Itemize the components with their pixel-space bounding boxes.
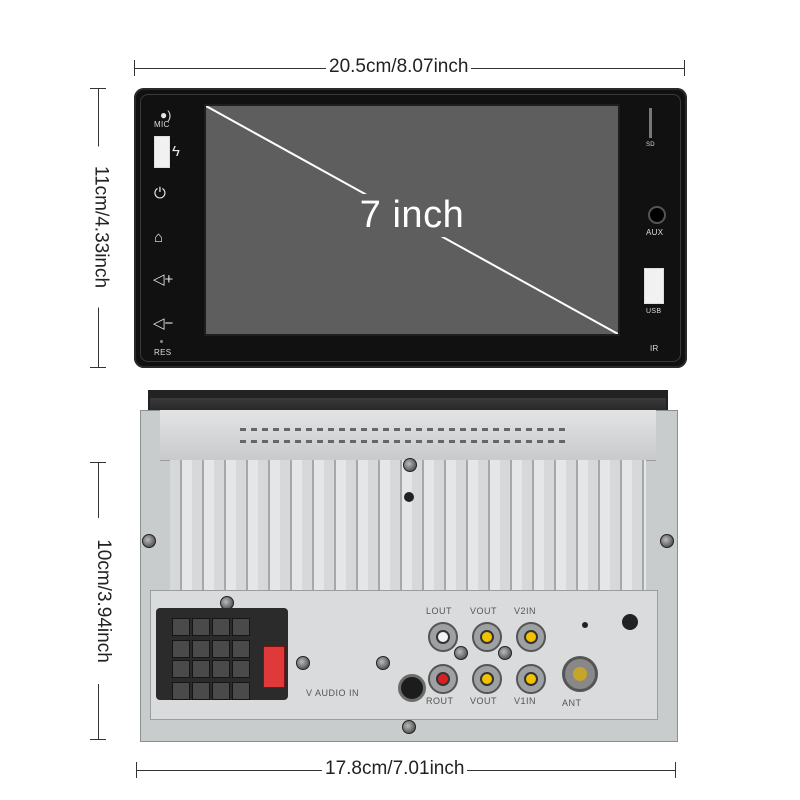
power-icon[interactable]: ⏻ xyxy=(154,185,166,202)
mic-icon: ●) xyxy=(160,108,172,122)
antenna-socket[interactable] xyxy=(562,656,598,692)
usb-port-left[interactable] xyxy=(154,136,170,168)
front-panel-bezel xyxy=(140,94,681,362)
mount-hole xyxy=(404,492,414,502)
screw xyxy=(296,656,310,670)
vent-row xyxy=(240,440,570,443)
rear-audio-jack[interactable] xyxy=(398,674,426,702)
heatsink-fins xyxy=(170,460,646,590)
charge-icon: ϟ xyxy=(172,143,180,160)
screw xyxy=(454,646,468,660)
volume-down-icon[interactable]: ◁− xyxy=(153,315,174,332)
vent-row xyxy=(240,428,570,431)
iso-pins-bottom xyxy=(172,660,250,700)
rca-v1in-yellow[interactable] xyxy=(516,664,546,694)
rca-vout-yellow[interactable] xyxy=(472,622,502,652)
back-width-label: 17.8cm/7.01inch xyxy=(322,758,468,780)
screw xyxy=(402,720,416,734)
home-icon[interactable]: ⌂ xyxy=(154,229,164,246)
screw xyxy=(403,458,417,472)
chassis-top-plate xyxy=(160,410,656,461)
rca-label: VOUT xyxy=(470,696,498,706)
rca-vout2-yellow[interactable] xyxy=(472,664,502,694)
rca-label: ROUT xyxy=(426,696,454,706)
aux-label: AUX xyxy=(646,228,664,237)
touch-screen[interactable]: 7 inch xyxy=(204,104,620,336)
sd-slot[interactable] xyxy=(649,108,652,138)
ground-screw-hole xyxy=(622,614,638,630)
reset-hole[interactable] xyxy=(160,340,163,343)
front-width-label: 20.5cm/8.07inch xyxy=(326,56,472,78)
ir-label: IR xyxy=(650,344,659,353)
rca-label: LOUT xyxy=(426,606,453,616)
screw xyxy=(498,646,512,660)
rca-rout-red[interactable] xyxy=(428,664,458,694)
antenna-label: ANT xyxy=(562,698,582,708)
sd-label: SD xyxy=(646,142,655,148)
iso-pins-top xyxy=(172,618,250,658)
usb-port-right[interactable] xyxy=(644,268,664,304)
usb-label: USB xyxy=(646,308,662,315)
screw xyxy=(376,656,390,670)
small-hole xyxy=(582,622,588,628)
screw xyxy=(142,534,156,548)
rca-lout-white[interactable] xyxy=(428,622,458,652)
rca-label: VOUT xyxy=(470,606,498,616)
mic-label: MIC xyxy=(154,120,170,129)
front-height-label: 11cm/4.33inch xyxy=(89,146,112,308)
aux-jack[interactable] xyxy=(648,206,666,224)
rca-label: V2IN xyxy=(514,606,537,616)
screw xyxy=(660,534,674,548)
fuse xyxy=(263,646,285,688)
rca-v2in-yellow[interactable] xyxy=(516,622,546,652)
back-height-label: 10cm/3.94inch xyxy=(92,518,114,684)
volume-up-icon[interactable]: ◁+ xyxy=(153,271,174,288)
aux-in-label: V AUDIO IN xyxy=(306,688,360,698)
screen-size-label: 7 inch xyxy=(332,194,492,237)
rca-label: V1IN xyxy=(514,696,537,706)
res-label: RES xyxy=(154,348,172,357)
